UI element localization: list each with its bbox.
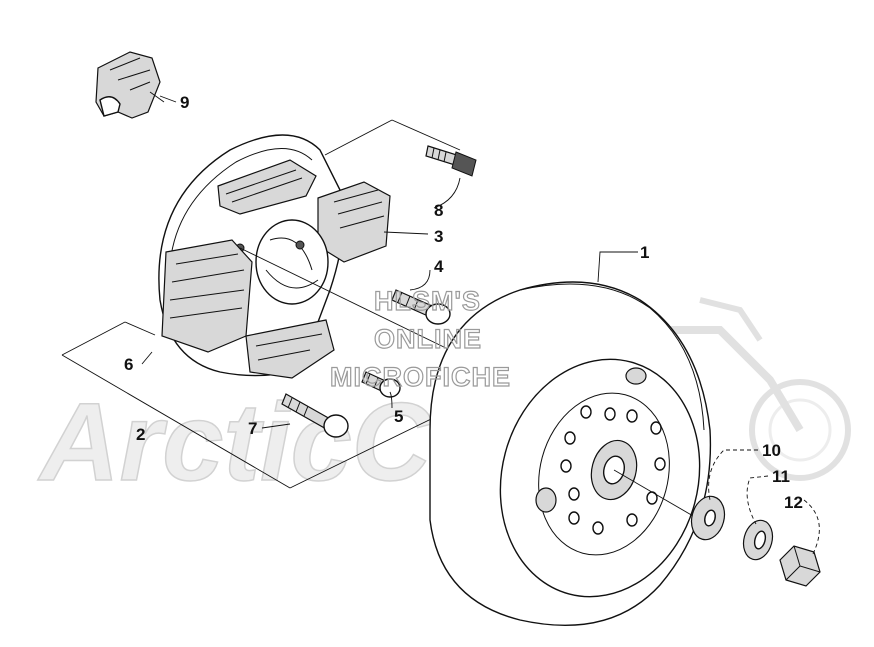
callout-12: 12: [784, 493, 803, 512]
callout-1: 1: [640, 243, 649, 262]
callout-11: 11: [772, 467, 790, 486]
part-11-lock-washer: [742, 519, 774, 561]
callout-labels: 1 2 3 4 5 6 7 8 9 10 11 12: [124, 93, 803, 512]
site-watermark: HLSM'S ONLINE MICROFICHE: [329, 285, 511, 392]
part-1-flywheel: [429, 281, 712, 626]
part-8-bolt: [425, 145, 477, 177]
callout-5: 5: [394, 407, 403, 426]
callout-10: 10: [762, 441, 781, 460]
part-10-washer: [690, 495, 726, 541]
callout-8: 8: [434, 201, 443, 220]
callout-7: 7: [248, 419, 257, 438]
callout-6: 6: [124, 355, 133, 374]
flywheel-holes: [560, 405, 666, 535]
watermark-line-1: HLSM'S: [374, 286, 481, 316]
callout-3: 3: [434, 227, 443, 246]
part-2-stator-assembly: [158, 134, 451, 379]
watermark-line-3: MICROFICHE: [330, 362, 511, 392]
callout-leaders: [141, 91, 820, 557]
motorcycle-watermark-icon: [640, 297, 851, 481]
part-5-screw: [361, 371, 401, 398]
callout-9: 9: [180, 93, 189, 112]
part-12-nut: [779, 545, 821, 587]
callout-2: 2: [136, 425, 145, 444]
callout-4: 4: [434, 257, 444, 276]
part-9-clip: [95, 51, 161, 119]
watermark-line-2: ONLINE: [374, 324, 482, 354]
part-7-screw: [281, 393, 349, 438]
part-4-screw: [391, 289, 451, 325]
